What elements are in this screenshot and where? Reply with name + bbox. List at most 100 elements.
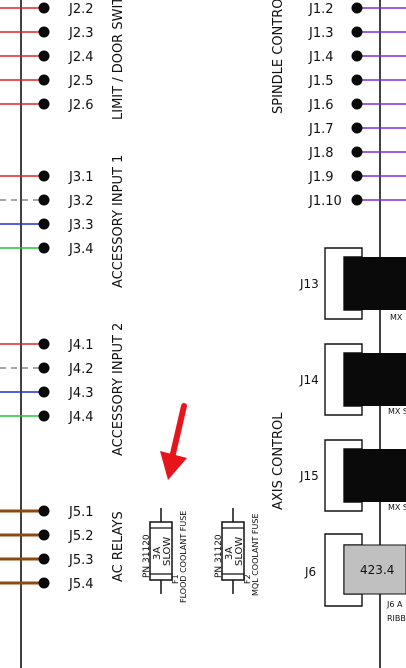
fuse-type: SLOW bbox=[162, 537, 173, 566]
connector-row-j3-3: J3.3 bbox=[0, 218, 94, 233]
connector-row-j2-5: J2.5 bbox=[0, 74, 94, 89]
group-label-axis-control: AXIS CONTROL bbox=[271, 412, 286, 510]
group-label-spindle-control: SPINDLE CONTRO bbox=[271, 0, 286, 114]
terminal-dot bbox=[38, 386, 50, 398]
connector-sub-label: MX S bbox=[388, 503, 406, 512]
terminal-dot bbox=[38, 170, 50, 182]
fuse-f1: 3A SLOW PN 31120 F1 FLOOD COOLANT FUSE bbox=[142, 508, 188, 603]
terminal-dot bbox=[38, 50, 50, 62]
terminal-dot bbox=[38, 410, 50, 422]
terminal-dot bbox=[351, 26, 363, 38]
connector-label: J2.3 bbox=[68, 26, 94, 41]
connector-row-j1-3: J1.3 bbox=[308, 26, 406, 41]
fuse-name: FLOOD COOLANT FUSE bbox=[179, 511, 188, 603]
connector-row-j4-1: J4.1 bbox=[0, 338, 94, 353]
fuse-ref: F1 bbox=[171, 574, 180, 584]
terminal-dot bbox=[38, 74, 50, 86]
connector-row-j1-5: J1.5 bbox=[308, 74, 406, 89]
terminal-dot bbox=[38, 242, 50, 254]
connector-row-j5-2: J5.2 bbox=[0, 529, 94, 544]
terminal-dot bbox=[38, 218, 50, 230]
terminal-dot bbox=[38, 26, 50, 38]
terminal-dot bbox=[38, 529, 50, 541]
connector-body bbox=[343, 544, 406, 595]
connector-label: J2.6 bbox=[68, 98, 94, 113]
connector-row-j3-4: J3.4 bbox=[0, 242, 94, 257]
group-label-accessory-input-1: ACCESSORY INPUT 1 bbox=[111, 155, 126, 288]
axis-connector-j14: J14 MX S bbox=[299, 343, 406, 416]
connector-label: J13 bbox=[299, 277, 319, 291]
connector-label: J3.2 bbox=[68, 194, 94, 209]
annotation-arrow bbox=[160, 403, 187, 480]
connector-label: J1.8 bbox=[308, 146, 334, 161]
connector-label: J1.10 bbox=[308, 194, 342, 209]
connector-body bbox=[344, 449, 406, 502]
connector-row-j5-4: J5.4 bbox=[0, 577, 94, 592]
terminal-dot bbox=[351, 146, 363, 158]
connector-label: J5.4 bbox=[68, 577, 94, 592]
terminal-dot bbox=[351, 74, 363, 86]
connector-label: J2.2 bbox=[68, 2, 94, 17]
connector-label: J1.6 bbox=[308, 98, 334, 113]
connector-label: J5.2 bbox=[68, 529, 94, 544]
terminal-dot bbox=[38, 2, 50, 14]
connector-body bbox=[344, 353, 406, 406]
connector-label: J4.1 bbox=[68, 338, 94, 353]
connector-label: J4.3 bbox=[68, 386, 94, 401]
connector-label: J3.3 bbox=[68, 218, 94, 233]
connector-row-j1-6: J1.6 bbox=[308, 98, 406, 113]
connector-row-j1-8: J1.8 bbox=[308, 146, 406, 161]
terminal-dot bbox=[351, 98, 363, 110]
connector-label: J4.4 bbox=[68, 410, 94, 425]
connector-row-j1-2: J1.2 bbox=[308, 2, 406, 17]
connector-label: J3.4 bbox=[68, 242, 94, 257]
connector-j6: 423.4 J6 J6 A RIBB bbox=[304, 533, 406, 623]
connector-label: J4.2 bbox=[68, 362, 94, 377]
connector-label: J15 bbox=[299, 469, 319, 483]
connector-row-j2-2: J2.2 bbox=[0, 2, 94, 17]
terminal-dot bbox=[38, 194, 50, 206]
fuse-rating: 3A bbox=[152, 547, 163, 560]
terminal-dot bbox=[351, 194, 363, 206]
connector-row-j1-7: J1.7 bbox=[308, 122, 406, 137]
connector-label: J1.3 bbox=[308, 26, 334, 41]
arrow-shaft bbox=[169, 403, 187, 461]
terminal-dot bbox=[38, 505, 50, 517]
connector-row-j5-1: J5.1 bbox=[0, 505, 94, 520]
fuse-body bbox=[149, 521, 173, 581]
terminal-dot bbox=[38, 553, 50, 565]
fuse-rating: 3A bbox=[224, 547, 235, 560]
fuse-part-number: PN 31120 bbox=[214, 534, 224, 578]
connector-sub-label: MX bbox=[390, 313, 403, 322]
terminal-dot bbox=[38, 362, 50, 374]
connector-label: J1.4 bbox=[308, 50, 334, 65]
group-label-ac-relays: AC RELAYS bbox=[111, 511, 126, 582]
fuse-name: MQL COOLANT FUSE bbox=[251, 514, 260, 597]
terminal-dot bbox=[351, 122, 363, 134]
terminal-dot bbox=[38, 338, 50, 350]
connector-label: J1.5 bbox=[308, 74, 334, 89]
group-label-accessory-input-2: ACCESSORY INPUT 2 bbox=[111, 323, 126, 456]
connector-row-j1-4: J1.4 bbox=[308, 50, 406, 65]
connector-label: J2.5 bbox=[68, 74, 94, 89]
connector-label: J14 bbox=[299, 373, 319, 387]
connector-row-j3-2: J3.2 bbox=[0, 194, 94, 209]
connector-label: J1.7 bbox=[308, 122, 334, 137]
connector-label: J5.1 bbox=[68, 505, 94, 520]
connector-label: J5.3 bbox=[68, 553, 94, 568]
connector-row-j3-1: J3.1 bbox=[0, 170, 94, 185]
connector-label: J2.4 bbox=[68, 50, 94, 65]
terminal-dot bbox=[38, 577, 50, 589]
connector-row-j4-3: J4.3 bbox=[0, 386, 94, 401]
connector-body bbox=[344, 257, 406, 310]
terminal-dot bbox=[351, 50, 363, 62]
connector-row-j2-6: J2.6 bbox=[0, 98, 94, 113]
connector-value: 423.4 bbox=[360, 563, 394, 577]
terminal-dot bbox=[351, 2, 363, 14]
connector-sub-label: MX S bbox=[388, 407, 406, 416]
group-label-limit-door: LIMIT / DOOR SWIT bbox=[111, 0, 126, 120]
terminal-dot bbox=[38, 98, 50, 110]
fuse-part-number: PN 31120 bbox=[142, 534, 152, 578]
connector-row-j4-2: J4.2 bbox=[0, 362, 94, 377]
